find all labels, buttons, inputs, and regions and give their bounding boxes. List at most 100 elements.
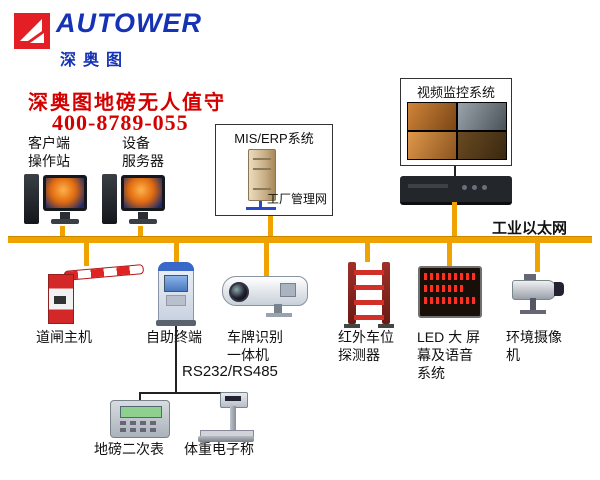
connector-serial-horizontal	[139, 392, 228, 394]
dvr-button	[472, 185, 477, 190]
indicator-keys	[120, 421, 160, 425]
pc-stand	[60, 212, 70, 219]
label-line: 红外车位	[338, 329, 394, 345]
kiosk-body	[158, 262, 194, 322]
label-line: 道闸主机	[36, 329, 92, 345]
pc-tower-icon	[102, 174, 117, 224]
infrared-detector-icon	[344, 260, 394, 330]
ir-foot	[344, 324, 360, 328]
cctv-body	[512, 280, 556, 300]
electronic-scale-icon	[196, 392, 256, 442]
label-line: 地磅二次表	[94, 441, 164, 457]
server-station-label-line1: 设备	[122, 135, 150, 151]
scale-platform	[198, 436, 254, 442]
label-line: 体重电子称	[184, 441, 254, 457]
barrier-window	[54, 296, 66, 304]
connector-bus-led	[447, 242, 452, 268]
pc-stand	[138, 212, 148, 219]
ethernet-label: 工业以太网	[492, 220, 568, 237]
lpr-mount-stem	[274, 304, 282, 313]
lpr-mount-foot	[266, 313, 292, 317]
cctv-camera-icon	[504, 270, 574, 322]
barrier-gate-label: 道闸主机	[36, 328, 92, 346]
label-line: 环境摄像	[506, 329, 562, 345]
weighbridge-indicator-label: 地磅二次表	[94, 440, 164, 458]
label-line: 机	[506, 347, 520, 363]
connector-client-bus	[60, 226, 65, 236]
brand-name: AUTOWER	[56, 8, 202, 38]
dvr-slot	[408, 184, 448, 188]
dvr-button	[482, 185, 487, 190]
lpr-lens	[229, 282, 249, 302]
label-line: 系统	[417, 365, 445, 381]
video-surveillance-title: 视频监控系统	[416, 85, 495, 100]
erp-network-stub	[259, 201, 262, 207]
dvr-button	[462, 185, 467, 190]
connector-bus-barrier	[84, 242, 89, 266]
env-camera-label: 环境摄像 机	[506, 328, 562, 364]
server-station-label: 设备 服务器	[122, 134, 164, 170]
pc-monitor-icon	[121, 175, 165, 211]
serial-link-label: RS232/RS485	[182, 363, 278, 380]
ir-bar	[354, 270, 384, 275]
scale-pole	[230, 406, 236, 430]
pc-screen	[124, 178, 162, 208]
kiosk-keypad	[166, 295, 186, 306]
cctv-fin	[524, 274, 536, 280]
server-station-label-line2: 服务器	[122, 153, 164, 169]
mis-erp-title: MIS/ERP系统	[234, 131, 314, 146]
kiosk-base	[156, 320, 196, 326]
surveillance-thumbnails	[407, 102, 507, 160]
client-station-label-line1: 客户端	[28, 135, 70, 151]
mis-erp-box: MIS/ERP系统 工厂管理网	[215, 124, 333, 216]
weighbridge-indicator-icon	[110, 400, 170, 438]
cctv-base	[520, 310, 546, 314]
ir-pole	[348, 262, 356, 324]
ir-bar	[354, 285, 384, 290]
lpr-camera-icon	[220, 274, 314, 320]
pc-base	[129, 219, 157, 224]
camera-view-tile	[408, 132, 456, 159]
camera-view-tile	[458, 132, 506, 159]
led-row	[424, 273, 476, 280]
label-line: 一体机	[227, 347, 269, 363]
self-service-kiosk-icon	[156, 262, 196, 326]
pc-screen	[46, 178, 84, 208]
connector-server-bus	[138, 226, 143, 236]
connector-kiosk-serial	[175, 326, 177, 392]
brand-name-cn: 深奥图	[60, 52, 130, 69]
pc-tower-icon	[24, 174, 39, 224]
connector-serial-indicator	[139, 392, 141, 400]
kiosk-label: 自助终端	[146, 328, 202, 346]
infrared-detector-label: 红外车位 探测器	[338, 328, 394, 364]
electronic-scale-label: 体重电子称	[184, 440, 254, 458]
label-line: 车牌识别	[227, 329, 283, 345]
kiosk-header	[158, 262, 194, 271]
led-screen-label: LED 大 屏 幕及语音 系统	[417, 328, 480, 382]
cctv-lens	[554, 282, 564, 296]
client-station-label: 客户端 操作站	[28, 134, 70, 170]
ir-bar	[354, 300, 384, 305]
label-line: LED 大 屏	[417, 329, 481, 345]
logo-glyph	[20, 19, 44, 43]
lpr-camera-label: 车牌识别 一体机	[227, 328, 283, 364]
server-workstation-icon	[102, 172, 168, 228]
pc-monitor-icon	[43, 175, 87, 211]
erp-server-icon	[248, 149, 276, 201]
kiosk-screen	[164, 275, 188, 292]
connector-dvr-bus	[452, 202, 457, 236]
indicator-screen	[120, 406, 162, 418]
indicator-keys	[120, 428, 160, 432]
factory-network-label: 工厂管理网	[266, 192, 327, 206]
label-line: 探测器	[338, 347, 380, 363]
erp-network-bar	[246, 207, 276, 210]
cctv-arm	[530, 298, 536, 310]
connector-bus-lpr	[264, 242, 269, 276]
label-line: 自助终端	[146, 329, 202, 345]
connector-mis-bus	[268, 216, 273, 236]
led-screen-icon	[418, 266, 482, 318]
video-surveillance-box: 视频监控系统	[400, 78, 512, 166]
industrial-ethernet-bus	[8, 236, 592, 243]
scale-head-screen	[225, 396, 241, 401]
